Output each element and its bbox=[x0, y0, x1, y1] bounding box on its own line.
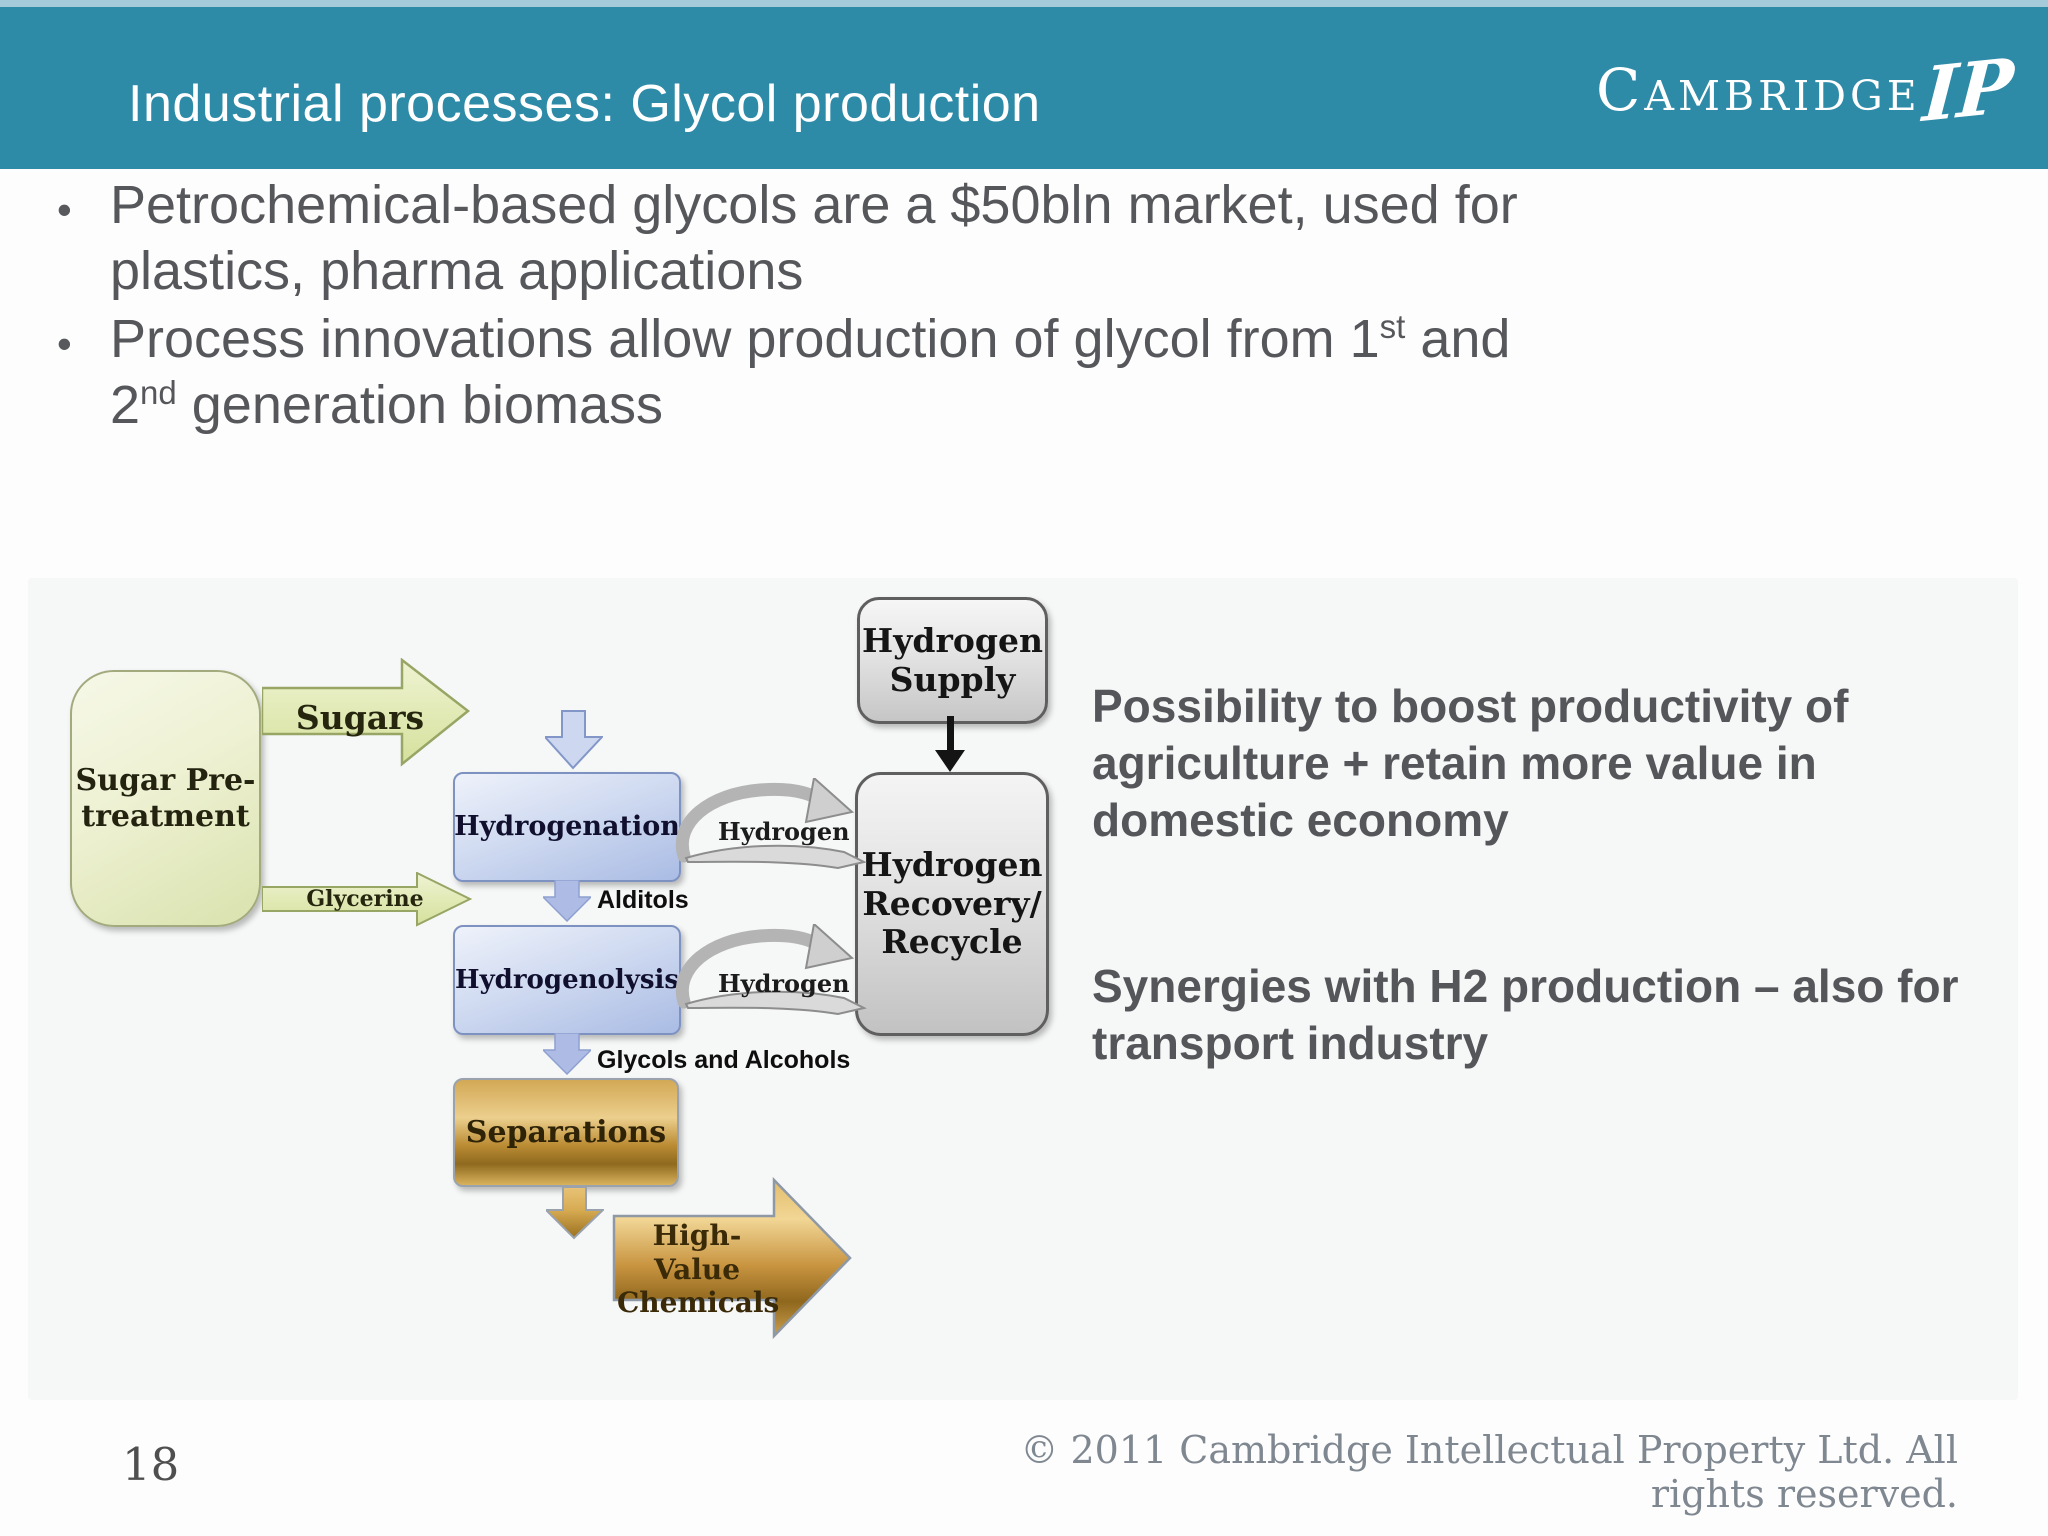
bullet-2-line-1-text: Process innovations allow production of … bbox=[110, 309, 1380, 369]
down-arrow-into-hydrogenation bbox=[545, 710, 603, 770]
hydrogen-supply-line-2: Supply bbox=[889, 659, 1016, 699]
alditols-down-arrow bbox=[543, 880, 591, 922]
box-hydrogenation-label: Hydrogenation bbox=[454, 811, 680, 843]
page-title: Industrial processes: Glycol production bbox=[128, 75, 1041, 133]
gold-down-arrow-shape bbox=[546, 1186, 604, 1240]
high-value-chemicals-label: High-Value Chemicals bbox=[617, 1219, 780, 1320]
bullet-2-line-1: Process innovations allow production of … bbox=[110, 306, 1510, 372]
box-hydrogenolysis: Hydrogenolysis bbox=[453, 925, 681, 1035]
annotation-1-line-3: domestic economy bbox=[1092, 794, 1509, 846]
hydrogen-recovery-line-2: Recovery/ bbox=[862, 883, 1042, 923]
bullet-2-line-1-tail: and bbox=[1405, 309, 1511, 369]
bullet-2-sup-nd: nd bbox=[140, 374, 177, 411]
supply-to-recovery-arrow bbox=[935, 716, 965, 772]
glycerine-arrow bbox=[262, 872, 473, 927]
box-separations: Separations bbox=[453, 1078, 679, 1187]
box-hydrogenation: Hydrogenation bbox=[453, 772, 681, 882]
bullet-marker-2: • bbox=[57, 320, 72, 367]
annotation-1-line-2: agriculture + retain more value in bbox=[1092, 737, 1817, 789]
header-bar bbox=[0, 7, 2048, 169]
down-arrow-shape bbox=[545, 710, 603, 770]
bullet-2-sup-st: st bbox=[1379, 308, 1406, 345]
annotation-1-line-1: Possibility to boost productivity of bbox=[1092, 680, 1849, 732]
glycols-alcohols-label: Glycols and Alcohols bbox=[597, 1046, 851, 1074]
bullet-marker-1: • bbox=[57, 186, 72, 233]
annotation-synergies: Synergies with H2 production – also for … bbox=[1092, 958, 1958, 1072]
loop-leaf bbox=[684, 990, 867, 1016]
page-number: 18 bbox=[122, 1438, 180, 1491]
logo-ip-script: IP bbox=[1919, 42, 2016, 140]
box-sugar-line-2: treatment bbox=[81, 798, 250, 834]
sugars-arrow-shape bbox=[262, 658, 471, 767]
high-value-chemicals-arrow bbox=[612, 1176, 852, 1340]
copyright-notice: © 2011 Cambridge Intellectual Property L… bbox=[1020, 1428, 1958, 1516]
sugars-label: Sugars bbox=[295, 698, 425, 737]
alditols-arrow-shape bbox=[543, 880, 591, 922]
loop-arrowhead bbox=[804, 778, 855, 824]
bullet-2-line-2-text: 2 bbox=[110, 375, 141, 435]
brand-logo: CambridgeIP bbox=[1596, 43, 2016, 140]
hydrogen-supply-line-1: Hydrogen bbox=[862, 620, 1043, 660]
bullet-1-line-2: plastics, pharma applications bbox=[110, 241, 804, 301]
box-hydrogen-supply: Hydrogen Supply bbox=[857, 597, 1048, 724]
annotation-2-line-2: transport industry bbox=[1092, 1017, 1489, 1069]
bullet-2-line-2: 2nd generation biomass bbox=[110, 372, 1510, 438]
top-accent-strip bbox=[0, 0, 2048, 7]
hydrogen-loop-arrow-bottom bbox=[675, 924, 867, 1016]
arrow-head bbox=[935, 750, 965, 772]
hydrogen-loop-arrow-top bbox=[675, 778, 867, 870]
box-hydrogen-recovery-recycle: Hydrogen Recovery/ Recycle bbox=[855, 772, 1049, 1036]
bullet-2: Process innovations allow production of … bbox=[110, 306, 1510, 438]
high-value-arrow-shape bbox=[612, 1176, 852, 1340]
bullet-1: Petrochemical-based glycols are a $50bln… bbox=[110, 172, 1518, 304]
hydrogen-recovery-line-1: Hydrogen bbox=[861, 844, 1043, 884]
high-value-line-1: High-Value bbox=[652, 1219, 742, 1286]
box-sugar-pretreatment: Sugar Pre- treatment bbox=[70, 670, 261, 927]
bullet-1-line-1: Petrochemical-based glycols are a $50bln… bbox=[110, 175, 1518, 235]
bullet-2-line-2-tail: generation biomass bbox=[176, 375, 664, 435]
high-value-line-2: Chemicals bbox=[617, 1286, 780, 1320]
box-sugar-line-1: Sugar Pre- bbox=[75, 763, 256, 799]
hydrogen-label-top: Hydrogen bbox=[718, 817, 850, 846]
hydrogen-recovery-line-3: Recycle bbox=[881, 922, 1023, 962]
separations-down-arrow bbox=[546, 1186, 604, 1240]
annotation-2-line-1: Synergies with H2 production – also for bbox=[1092, 960, 1959, 1012]
annotation-productivity: Possibility to boost productivity of agr… bbox=[1092, 678, 1848, 849]
box-hydrogenolysis-label: Hydrogenolysis bbox=[455, 964, 679, 995]
hydrogen-label-bottom: Hydrogen bbox=[718, 969, 850, 998]
sugars-arrow bbox=[262, 658, 471, 767]
loop-arrowhead bbox=[804, 924, 855, 970]
box-separations-label: Separations bbox=[465, 1114, 667, 1150]
arrow-stem bbox=[947, 716, 954, 753]
logo-wordmark: Cambridge bbox=[1596, 56, 1921, 124]
glycerine-arrow-shape bbox=[262, 872, 473, 927]
loop-leaf bbox=[684, 844, 867, 870]
glycols-down-arrow bbox=[543, 1033, 591, 1075]
glycols-arrow-shape bbox=[543, 1033, 591, 1075]
alditols-label: Alditols bbox=[597, 886, 689, 914]
glycerine-label: Glycerine bbox=[306, 886, 424, 912]
